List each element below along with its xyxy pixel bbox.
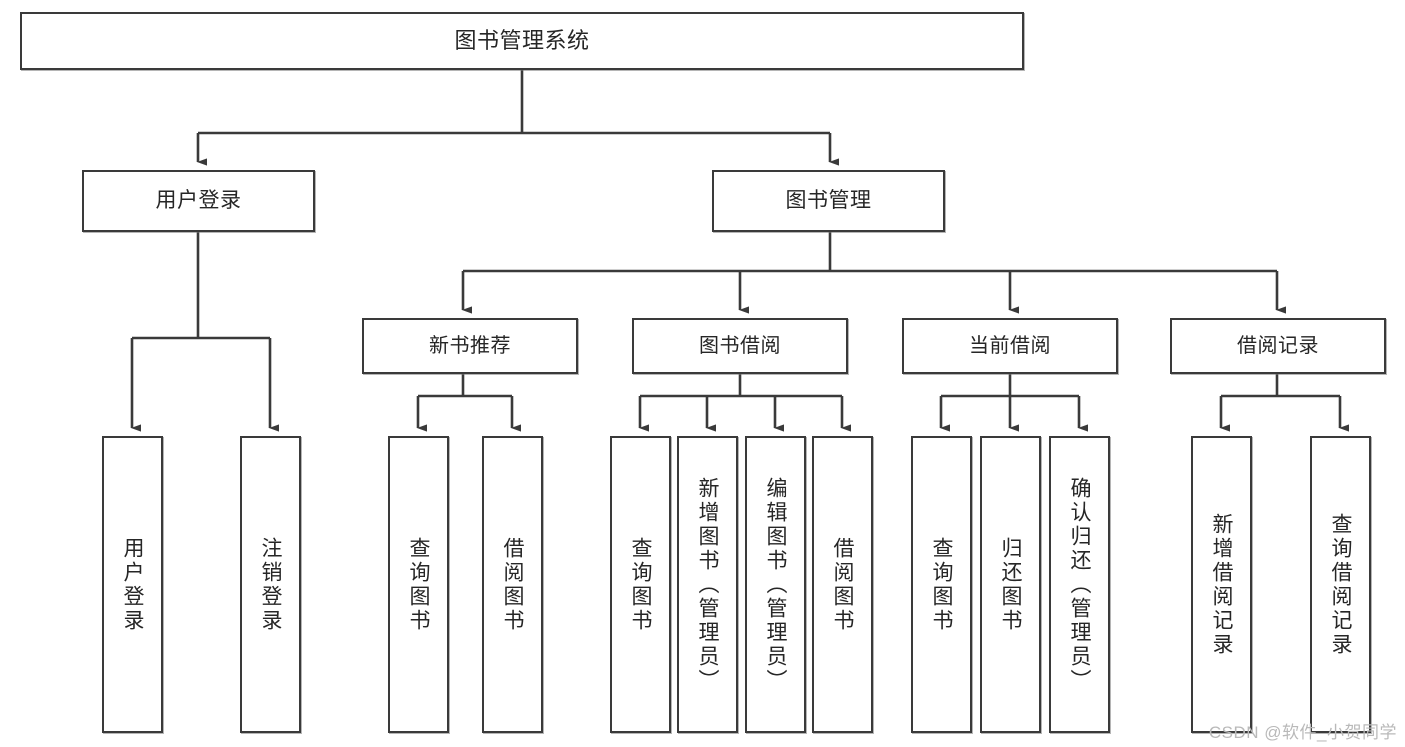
leaf-query-book-borrow[interactable]: 查询图书 — [610, 436, 671, 733]
leaf-confirm-return[interactable]: 确认归还（管理员） — [1049, 436, 1110, 733]
node-label: 确认归还（管理员） — [1068, 476, 1092, 693]
node-root-system[interactable]: 图书管理系统 — [20, 12, 1024, 70]
node-label: 查询图书 — [629, 536, 653, 633]
node-label: 借阅图书 — [501, 536, 525, 633]
leaf-edit-book[interactable]: 编辑图书（管理员） — [745, 436, 806, 733]
leaf-borrow-book[interactable]: 借阅图书 — [812, 436, 873, 733]
node-book-borrow[interactable]: 图书借阅 — [632, 318, 848, 374]
node-label: 图书借阅 — [699, 334, 781, 357]
node-new-book-recommend[interactable]: 新书推荐 — [362, 318, 578, 374]
node-label: 用户登录 — [121, 536, 145, 633]
node-label: 图书管理系统 — [454, 28, 590, 54]
node-label: 查询图书 — [407, 536, 431, 633]
node-label: 编辑图书（管理员） — [764, 476, 788, 693]
node-label: 归还图书 — [999, 536, 1023, 633]
node-label: 图书管理 — [785, 188, 872, 212]
leaf-borrow-book-recommend[interactable]: 借阅图书 — [482, 436, 543, 733]
leaf-user-login[interactable]: 用户登录 — [102, 436, 163, 733]
node-label: 查询借阅记录 — [1329, 512, 1353, 657]
leaf-return-book[interactable]: 归还图书 — [980, 436, 1041, 733]
leaf-add-borrow-record[interactable]: 新增借阅记录 — [1191, 436, 1252, 733]
node-label: 借阅记录 — [1237, 334, 1319, 357]
node-label: 当前借阅 — [969, 334, 1051, 357]
node-label: 借阅图书 — [831, 536, 855, 633]
node-book-management[interactable]: 图书管理 — [712, 170, 945, 232]
leaf-query-borrow-record[interactable]: 查询借阅记录 — [1310, 436, 1371, 733]
leaf-query-book-current[interactable]: 查询图书 — [911, 436, 972, 733]
node-borrow-record[interactable]: 借阅记录 — [1170, 318, 1386, 374]
leaf-add-book[interactable]: 新增图书（管理员） — [677, 436, 738, 733]
csdn-watermark: CSDN @软件_小贺同学 — [1208, 723, 1397, 742]
leaf-query-book-recommend[interactable]: 查询图书 — [388, 436, 449, 733]
node-label: 新增借阅记录 — [1210, 512, 1234, 657]
node-current-borrow[interactable]: 当前借阅 — [902, 318, 1118, 374]
node-user-login[interactable]: 用户登录 — [82, 170, 315, 232]
node-label: 新书推荐 — [429, 334, 511, 357]
node-label: 用户登录 — [155, 188, 242, 212]
leaf-logout-login[interactable]: 注销登录 — [240, 436, 301, 733]
node-label: 新增图书（管理员） — [696, 476, 720, 693]
node-label: 注销登录 — [259, 536, 283, 633]
node-label: 查询图书 — [930, 536, 954, 633]
